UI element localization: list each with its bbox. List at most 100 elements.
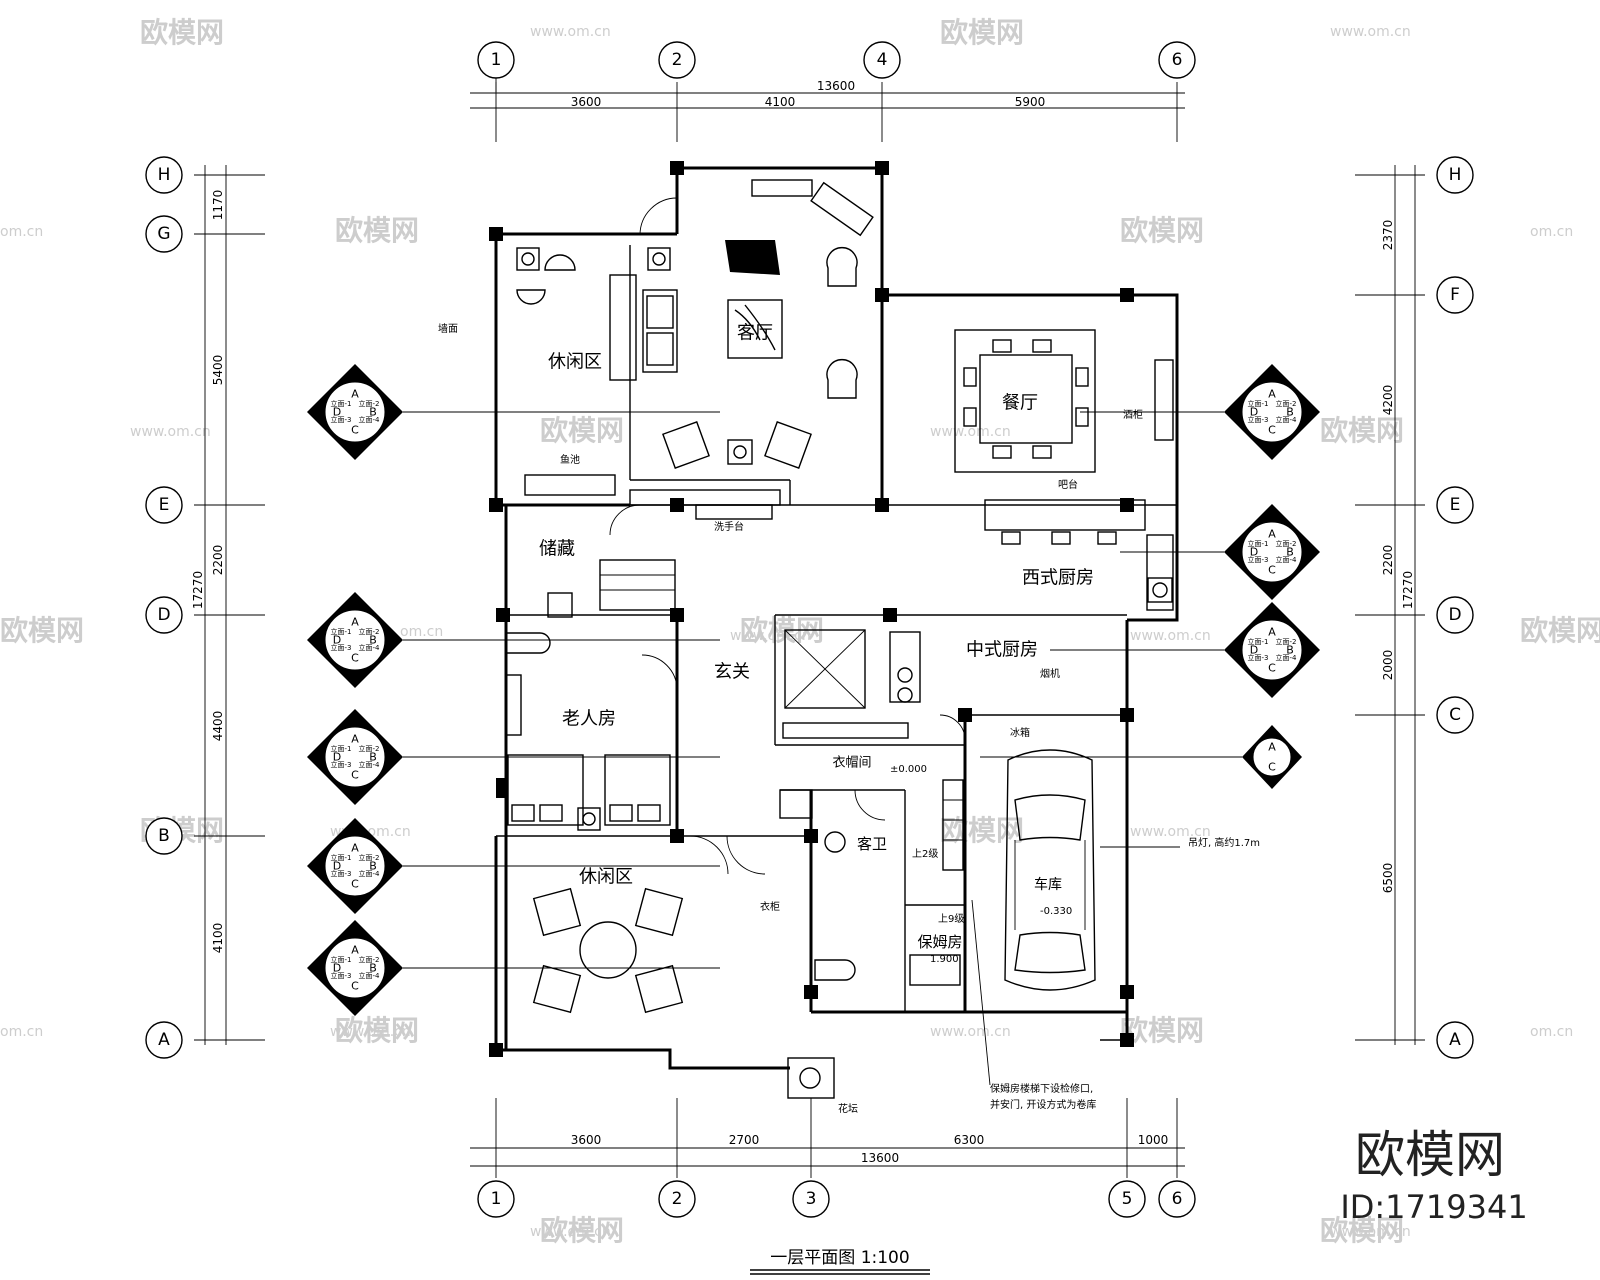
watermark-url: www.om.cn xyxy=(1330,24,1411,40)
note-stair-a: 上2级 xyxy=(912,848,938,860)
elevation-marker-sublabel: 立面-1 xyxy=(1248,539,1269,548)
note-stair-b: 上9级 xyxy=(938,913,964,925)
note-fish-pond: 鱼池 xyxy=(560,453,580,466)
elevation-marker-letter: D xyxy=(333,751,341,764)
elevation-marker-letter: C xyxy=(1268,761,1276,774)
note-stair-1: 保姆房楼梯下设检修口, xyxy=(990,1082,1093,1095)
right-dimension-1: 2370 xyxy=(1381,220,1395,251)
left-dimensions: 17270 1170 5400 2200 4400 4100 xyxy=(191,165,265,1045)
grid-right-F: F xyxy=(1450,285,1460,305)
left-dimension-5: 4100 xyxy=(211,923,225,954)
note-fridge: 冰箱 xyxy=(1010,726,1030,739)
elevation-marker-sublabel: 立面-4 xyxy=(359,869,381,878)
elevation-marker-letter: B xyxy=(369,406,377,419)
note-wardrobe: 衣柜 xyxy=(760,900,780,913)
elevation-marker-sublabel: 立面-3 xyxy=(1248,653,1269,662)
right-dimension-3: 2200 xyxy=(1381,545,1395,576)
elevation-marker-sublabel: 立面-4 xyxy=(1276,555,1298,564)
note-nanny-level: 1.900 xyxy=(930,954,959,965)
watermark-url: www.om.cn xyxy=(930,424,1011,440)
grid-right-D: D xyxy=(1448,605,1461,625)
note-range-hood: 烟机 xyxy=(1040,667,1060,680)
room-lounge-bottom: 休闲区 xyxy=(579,867,633,888)
grid-bottom-2: 2 xyxy=(672,1189,683,1209)
elevation-marker-sublabel: 立面-4 xyxy=(359,643,381,652)
note-sink-counter: 洗手台 xyxy=(714,520,744,533)
watermark-brand: 欧模网 xyxy=(0,614,84,647)
right-dimension-2: 4200 xyxy=(1381,385,1395,416)
elevation-marker-sublabel: 立面-2 xyxy=(359,853,380,862)
grid-top-6: 6 xyxy=(1172,50,1183,70)
bottom-dimension-1: 3600 xyxy=(571,1133,602,1147)
grid-bottom-3: 3 xyxy=(806,1189,817,1209)
elevation-marker-sublabel: 立面-2 xyxy=(359,955,380,964)
elevation-marker-letter: A xyxy=(1268,528,1276,541)
watermark-brand: 欧模网 xyxy=(1320,414,1404,447)
top-total-dimension: 13600 xyxy=(817,79,855,93)
elevation-marker-sublabel: 立面-3 xyxy=(1248,415,1269,424)
elevation-marker-sublabel: 立面-3 xyxy=(331,869,352,878)
elevation-marker-letter: C xyxy=(351,652,359,665)
bottom-dimensions: 3600 2700 6300 1000 13600 xyxy=(470,1098,1185,1178)
elevation-marker-letter: A xyxy=(1268,741,1276,754)
grid-left-H: H xyxy=(158,165,171,185)
note-bar-counter: 吧台 xyxy=(1058,478,1078,491)
watermark-url: www.om.cn xyxy=(130,424,211,440)
grid-bottom-5: 5 xyxy=(1122,1189,1133,1209)
elevation-marker-letter: B xyxy=(1286,406,1294,419)
room-chinese-kitchen: 中式厨房 xyxy=(966,640,1038,661)
watermark-url-short: om.cn xyxy=(0,224,43,240)
room-cloakroom: 衣帽间 xyxy=(832,755,871,771)
elevation-marker-letter: B xyxy=(369,962,377,975)
room-foyer: 玄关 xyxy=(714,662,750,683)
elevation-marker-letter: D xyxy=(333,406,341,419)
elevation-marker-sublabel: 立面-3 xyxy=(331,971,352,980)
elevation-marker-letter: D xyxy=(333,860,341,873)
room-labels: 客厅 休闲区 餐厅 储藏 西式厨房 玄关 中式厨房 老人房 衣帽间 客卫 休闲区… xyxy=(539,323,1094,952)
note-wine-cabinet: 酒柜 xyxy=(1123,408,1143,421)
elevation-marker-letter: D xyxy=(333,962,341,975)
elevation-marker-letter: B xyxy=(369,860,377,873)
elevation-marker-letter: C xyxy=(351,769,359,782)
room-western-kitchen: 西式厨房 xyxy=(1022,568,1094,589)
elevation-marker-sublabel: 立面-4 xyxy=(359,760,381,769)
brand-id: ID:1719341 xyxy=(1340,1188,1527,1226)
watermark-brand: 欧模网 xyxy=(540,1214,624,1247)
left-dimension-2: 5400 xyxy=(211,355,225,386)
watermark-url: www.om.cn xyxy=(930,1024,1011,1040)
room-guest-bath: 客卫 xyxy=(857,835,887,853)
grid-left-G: G xyxy=(157,224,170,244)
grid-right-H: H xyxy=(1449,165,1462,185)
elevation-marker-half: AC xyxy=(980,725,1302,789)
top-dimension-1: 3600 xyxy=(571,95,602,109)
watermark-brand: 欧模网 xyxy=(940,814,1024,847)
brand-mark: 欧模网 ID:1719341 xyxy=(1340,1126,1527,1226)
elevation-marker-sublabel: 立面-1 xyxy=(331,853,352,862)
left-total-dimension: 17270 xyxy=(191,571,205,609)
room-lounge-top: 休闲区 xyxy=(548,352,602,373)
watermark-brand: 欧模网 xyxy=(540,414,624,447)
elevation-marker-letter: C xyxy=(351,878,359,891)
building-walls xyxy=(494,166,1179,1070)
structural-columns xyxy=(489,161,1134,1057)
watermark-url: www.om.cn xyxy=(1130,824,1211,840)
elevation-marker-sublabel: 立面-1 xyxy=(331,627,352,636)
elevation-marker-sublabel: 立面-3 xyxy=(331,760,352,769)
elevation-marker-letter: B xyxy=(1286,546,1294,559)
elevation-marker-sublabel: 立面-2 xyxy=(359,744,380,753)
bottom-dimension-4: 1000 xyxy=(1138,1133,1169,1147)
watermark-url-short: om.cn xyxy=(400,624,443,640)
annotations: 鱼池 洗手台 吧台 酒柜 花坛 -0.330 ±0.000 1.900 上2级 … xyxy=(438,322,1260,1115)
grid-bubbles-top: 1 2 4 6 xyxy=(477,41,1196,92)
room-nanny: 保姆房 xyxy=(917,933,962,951)
grid-left-D: D xyxy=(157,605,170,625)
elevation-marker-letter: B xyxy=(369,751,377,764)
elevation-marker-letter: D xyxy=(1250,644,1258,657)
elevation-marker-sublabel: 立面-3 xyxy=(331,643,352,652)
bottom-dimension-3: 6300 xyxy=(954,1133,985,1147)
right-dimension-5: 6500 xyxy=(1381,863,1395,894)
